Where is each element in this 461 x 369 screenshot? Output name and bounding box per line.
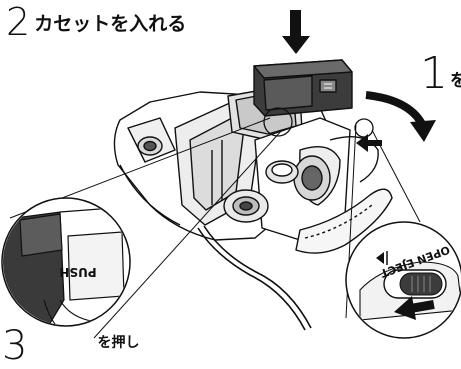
camcorder-illustration: PUSH OPEN EJECT — [1, 10, 461, 339]
insert-arrow — [282, 10, 310, 54]
eject-arrow — [394, 296, 435, 320]
push-label: PUSH — [59, 265, 96, 279]
step-3-text: を押し — [97, 335, 140, 351]
switch-arrow-small — [356, 134, 382, 152]
step-1-number: 1 — [420, 48, 448, 99]
step-3-number: 3 — [2, 323, 28, 369]
step-2-text: カセットを入れる — [34, 12, 187, 35]
slide-arrowhead — [410, 120, 436, 142]
step-1-text: を — [450, 71, 461, 91]
step-3-heading: 3 を押し — [2, 326, 139, 366]
step-2-number: 2 — [6, 0, 31, 44]
camcorder-body — [113, 89, 393, 331]
eject-callout: OPEN EJECT — [345, 118, 461, 339]
cassette — [253, 59, 353, 117]
